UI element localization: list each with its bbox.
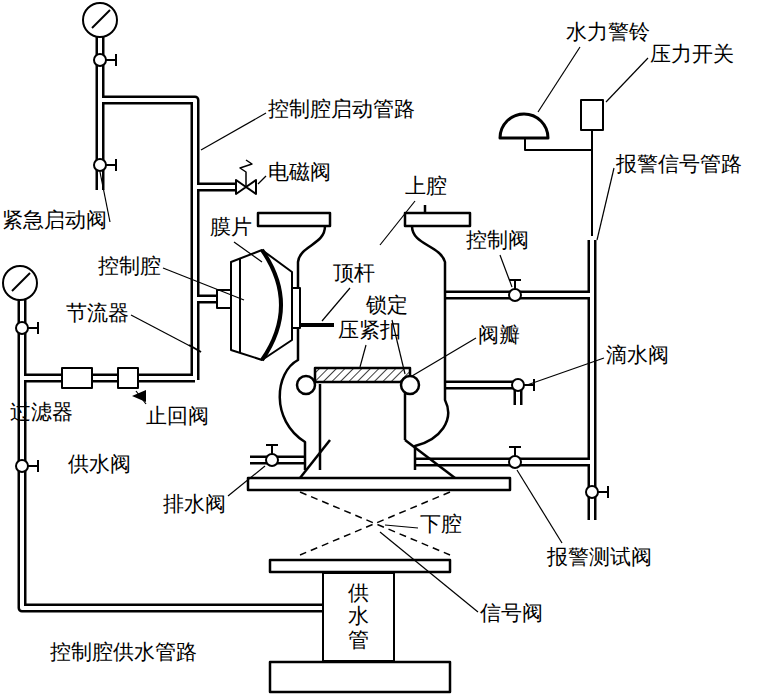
node-text: 供水管 [348,582,369,651]
part-label: 滴水阀 [606,343,669,368]
part-label: 控制腔 [98,254,161,279]
push-rod [300,323,334,327]
part-label: 电磁阀 [268,160,331,185]
part-label: 紧急启动阀 [2,208,107,233]
part-label: 过滤器 [10,400,73,425]
part-label: 锁定 [366,293,408,318]
part-label: 供水阀 [68,452,131,477]
valve-body [248,205,510,692]
alarm-bell [500,114,548,138]
part-label: 压紧扣 [338,318,401,343]
part-label: 上腔 [405,174,447,199]
part-label: 下腔 [420,512,462,537]
check-valve-symbol [118,368,138,388]
restrictor [189,345,201,352]
part-label: 控制腔供水管路 [50,640,197,665]
part-label: 阀瓣 [478,323,520,348]
pipe-inner [22,37,592,608]
part-label: 膜片 [210,215,252,240]
part-label: 控制阀 [466,228,529,253]
pressure-switch [581,100,603,130]
part-label: 水力警铃 [566,20,650,45]
part-label: 顶杆 [333,261,375,286]
part-label: 报警测试阀 [547,545,652,570]
control-chamber [217,250,300,360]
part-label: 信号阀 [480,601,543,626]
part-label: 控制腔启动管路 [268,97,415,122]
filter-symbol [62,368,92,388]
part-label: 节流器 [66,301,129,326]
supply-pipe: 供水管 [322,572,395,662]
part-label: 止回阀 [146,404,209,429]
part-label: 压力开关 [650,42,734,67]
part-label: 排水阀 [163,492,226,517]
pipe-outline [22,37,592,608]
part-label: 报警信号管路 [616,152,742,177]
valve-symbol [16,54,608,498]
leader-line [100,47,648,612]
